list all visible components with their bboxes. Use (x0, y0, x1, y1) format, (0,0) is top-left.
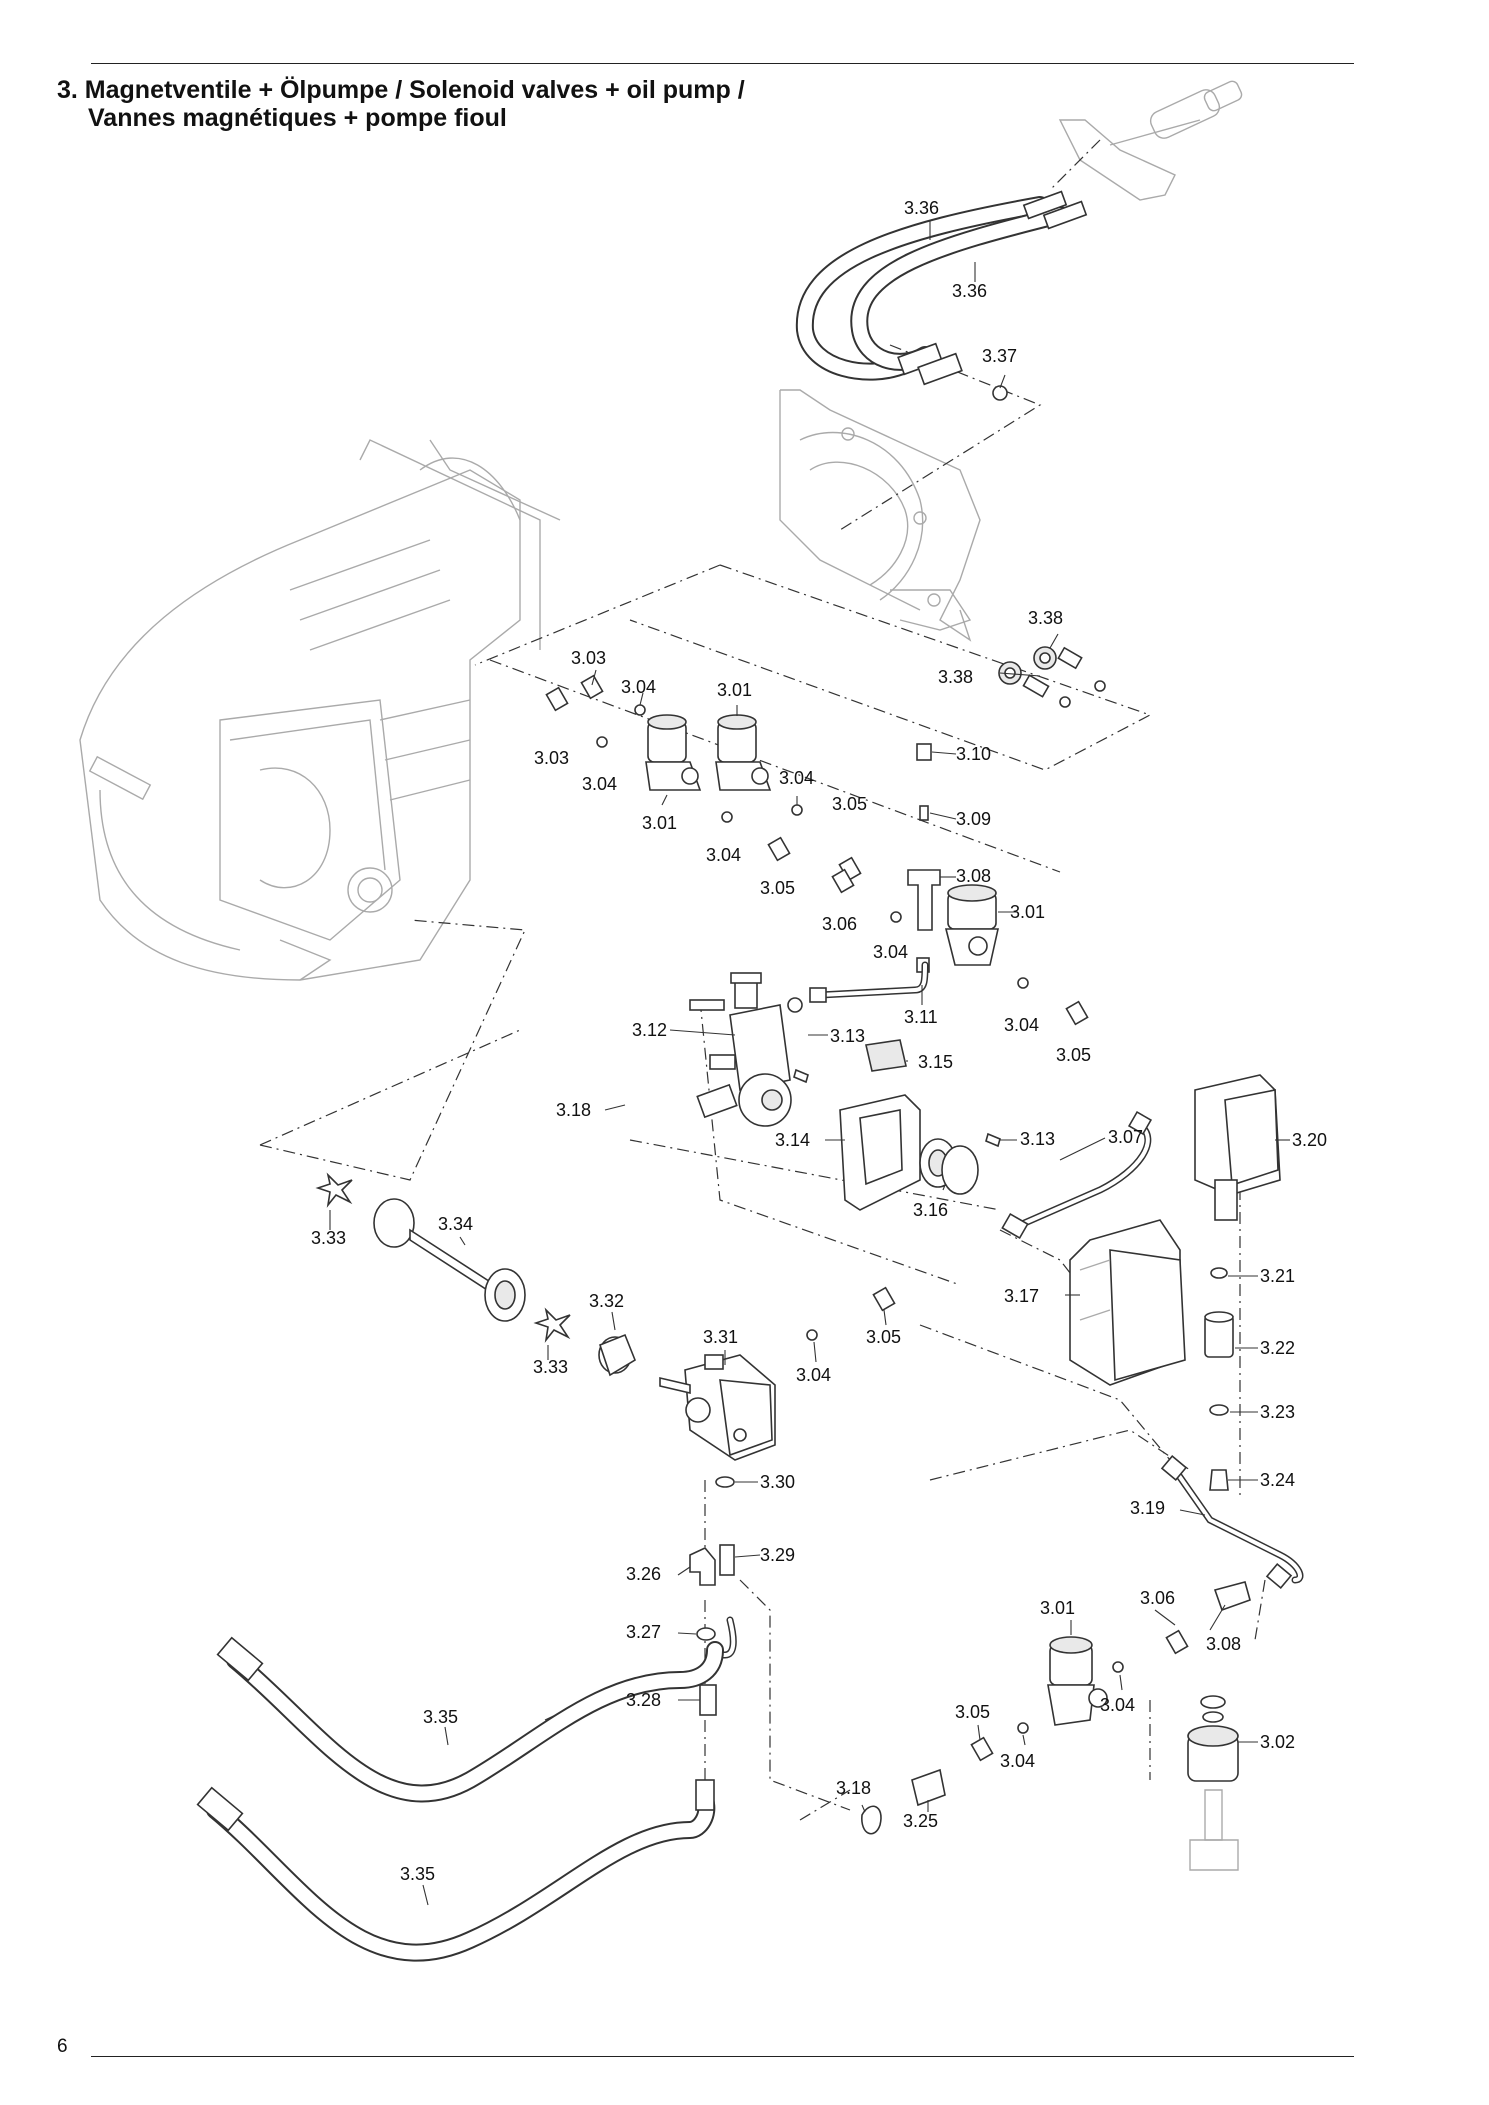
oil-hoses (196, 1636, 724, 1962)
callout-3-38: 3.38 (938, 667, 973, 687)
callout-3-08: 3.08 (1206, 1634, 1241, 1654)
callout-3-08: 3.08 (956, 866, 991, 886)
callout-3-10: 3.10 (956, 744, 991, 764)
callout-3-05: 3.05 (1056, 1045, 1091, 1065)
nozzle-hoses (795, 190, 1088, 401)
callout-3-22: 3.22 (1260, 1338, 1295, 1358)
nozzle-assembly-outline (1058, 80, 1243, 201)
title-line-1: 3. Magnetventile + Ölpumpe / Solenoid va… (57, 76, 745, 104)
callout-3-36: 3.36 (952, 281, 987, 301)
callout-3-01: 3.01 (717, 680, 752, 700)
upper-valve-group (545, 674, 1089, 1026)
callout-3-24: 3.24 (1260, 1470, 1295, 1490)
page-title: 3. Magnetventile + Ölpumpe / Solenoid va… (57, 76, 745, 132)
callout-3-12: 3.12 (632, 1020, 667, 1040)
callout-3-13: 3.13 (1020, 1129, 1055, 1149)
callout-3-28: 3.28 (626, 1690, 661, 1710)
callout-3-18: 3.18 (556, 1100, 591, 1120)
callout-3-11: 3.11 (904, 1007, 938, 1027)
callout-3-19: 3.19 (1130, 1498, 1165, 1518)
callout-3-05: 3.05 (760, 878, 795, 898)
leader-lines (329, 220, 1290, 1906)
callout-3-25: 3.25 (903, 1811, 938, 1831)
callout-3-37: 3.37 (982, 346, 1017, 366)
lower-valve-group (861, 1581, 1251, 1871)
callout-3-26: 3.26 (626, 1564, 661, 1584)
housing-flange-outline (779, 389, 981, 642)
callout-3-04: 3.04 (779, 768, 814, 788)
callout-3-06: 3.06 (822, 914, 857, 934)
callout-3-04: 3.04 (873, 942, 908, 962)
callout-3-01: 3.01 (1010, 902, 1045, 922)
callout-3-06: 3.06 (1140, 1588, 1175, 1608)
callout-3-20: 3.20 (1292, 1130, 1327, 1150)
pipes (809, 961, 1304, 1590)
callout-3-33: 3.33 (311, 1228, 346, 1248)
callout-3-21: 3.21 (1260, 1266, 1295, 1286)
callout-3-17: 3.17 (1004, 1286, 1039, 1306)
fittings-3-38 (998, 646, 1106, 708)
pressure-switch-group (1194, 1074, 1281, 1491)
callout-3-23: 3.23 (1260, 1402, 1295, 1422)
oil-pump-3-31 (659, 1286, 896, 1488)
callout-3-03: 3.03 (534, 748, 569, 768)
callout-3-16: 3.16 (913, 1200, 948, 1220)
callout-3-04: 3.04 (1100, 1695, 1135, 1715)
callout-3-04: 3.04 (1000, 1751, 1035, 1771)
callout-3-34: 3.34 (438, 1214, 473, 1234)
valve-block-3-12 (689, 972, 803, 1127)
top-rule (91, 63, 1354, 64)
callout-3-30: 3.30 (760, 1472, 795, 1492)
callout-3-04: 3.04 (706, 845, 741, 865)
callout-3-38: 3.38 (1028, 608, 1063, 628)
callout-3-04: 3.04 (796, 1365, 831, 1385)
bottom-rule (91, 2056, 1354, 2057)
callout-3-35: 3.35 (423, 1707, 458, 1727)
callout-3-27: 3.27 (626, 1622, 661, 1642)
callout-3-04: 3.04 (1004, 1015, 1039, 1035)
callout-3-36: 3.36 (904, 198, 939, 218)
pump-fittings (689, 1544, 737, 1716)
callout-3-05: 3.05 (955, 1702, 990, 1722)
callout-3-04: 3.04 (582, 774, 617, 794)
callout-3-01: 3.01 (642, 813, 677, 833)
burner-housing-outline (79, 439, 561, 981)
callout-3-05: 3.05 (866, 1327, 901, 1347)
callout-3-32: 3.32 (589, 1291, 624, 1311)
title-line-2: Vannes magnétiques + pompe fioul (88, 104, 507, 132)
pump-drive-group (315, 1172, 636, 1377)
callout-3-33: 3.33 (533, 1357, 568, 1377)
callout-3-31: 3.31 (703, 1327, 738, 1347)
page-number: 6 (57, 2036, 68, 2057)
callout-3-07: 3.07 (1108, 1127, 1143, 1147)
callout-3-18: 3.18 (836, 1778, 871, 1798)
callout-3-15: 3.15 (918, 1052, 953, 1072)
assembly-lines (259, 139, 1266, 1830)
callout-3-29: 3.29 (760, 1545, 795, 1565)
callout-3-13: 3.13 (830, 1026, 865, 1046)
callout-labels: 3.36 3.36 3.37 3.38 3.38 3.03 3.03 3.04 … (311, 198, 1327, 1884)
motor-3-17 (1069, 1219, 1186, 1386)
callout-3-05: 3.05 (832, 794, 867, 814)
coupling-group (793, 1039, 1001, 1211)
callout-3-03: 3.03 (571, 648, 606, 668)
callout-3-14: 3.14 (775, 1130, 810, 1150)
callout-3-35: 3.35 (400, 1864, 435, 1884)
callout-3-01: 3.01 (1040, 1598, 1075, 1618)
callout-3-02: 3.02 (1260, 1732, 1295, 1752)
callout-3-04: 3.04 (621, 677, 656, 697)
callout-3-09: 3.09 (956, 809, 991, 829)
